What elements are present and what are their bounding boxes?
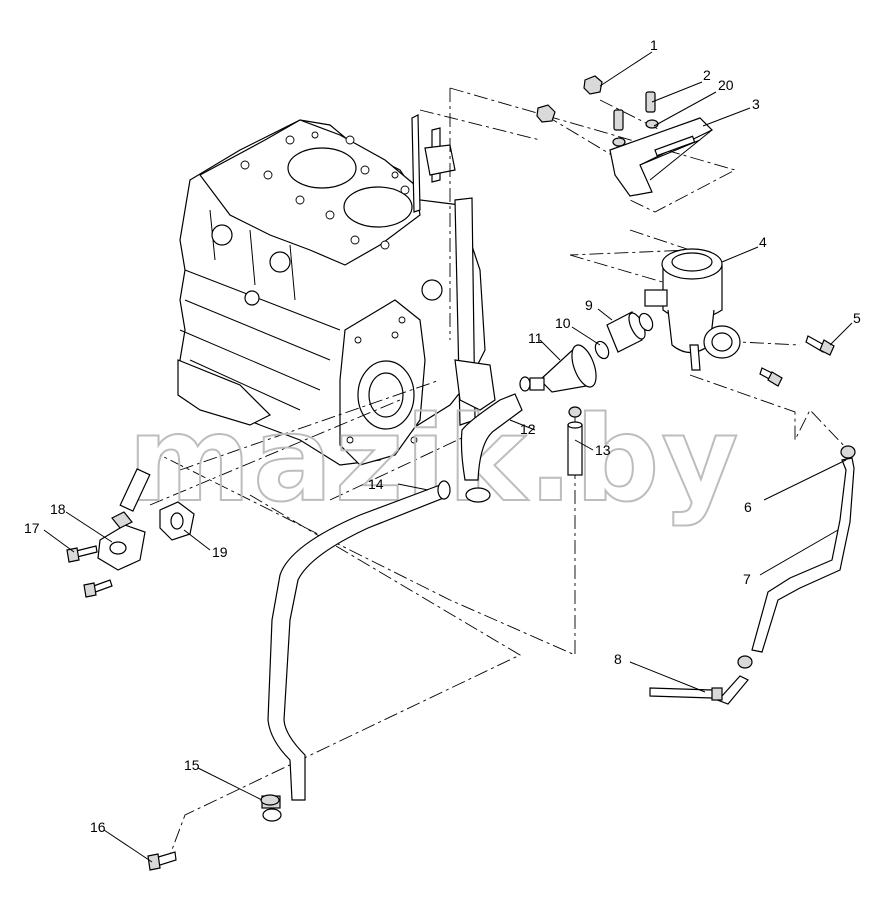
callout-8: 8: [614, 651, 622, 667]
callout-1: 1: [650, 37, 658, 53]
callout-9: 9: [585, 297, 593, 313]
callout-3: 3: [752, 96, 760, 112]
hose-part-9: [606, 311, 646, 353]
callout-11: 11: [528, 330, 543, 346]
callout-numbers: 1 2 20 3 4 5 9 10 11 12 13 14 6 7 8 18 1…: [24, 37, 861, 835]
funnel-adapter-part-11: [519, 344, 597, 393]
callout-16: 16: [90, 819, 106, 835]
flange-part-18: [97, 468, 151, 571]
clamp-part-15: [260, 794, 280, 806]
callout-18: 18: [50, 501, 66, 517]
bolt-part-16: [147, 851, 177, 871]
callout-5: 5: [853, 310, 861, 326]
clamp-part-6: [737, 445, 856, 669]
nut-part-1: [536, 75, 603, 123]
callout-13: 13: [595, 442, 611, 458]
callout-15: 15: [184, 757, 200, 773]
watermark-text: mazik.by: [128, 390, 740, 528]
callout-6: 6: [744, 499, 752, 515]
engine-block: [177, 114, 496, 466]
breather-separator-part-4: [644, 248, 741, 371]
bolt-part-5: [759, 335, 835, 387]
callout-2: 2: [703, 67, 711, 83]
callout-17: 17: [24, 520, 40, 536]
callout-14: 14: [368, 476, 384, 492]
clamp-part-10: [594, 312, 654, 360]
hose-part-13: [567, 406, 583, 476]
assembly-lines: [149, 87, 849, 856]
callout-10: 10: [555, 315, 571, 331]
callout-19: 19: [212, 544, 228, 560]
stud-part-2: [613, 91, 656, 131]
bracket-part-3: [609, 117, 714, 197]
elbow-hose-part-12: [460, 393, 523, 503]
callout-12: 12: [520, 421, 536, 437]
bolt-part-17: [66, 545, 113, 598]
callout-leaders: [43, 51, 853, 863]
vent-pipe-part-7: [751, 457, 855, 653]
callout-7: 7: [743, 571, 751, 587]
oil-return-pipe-part-14: [261, 480, 451, 822]
callout-20: 20: [718, 77, 734, 93]
callout-4: 4: [759, 234, 767, 250]
